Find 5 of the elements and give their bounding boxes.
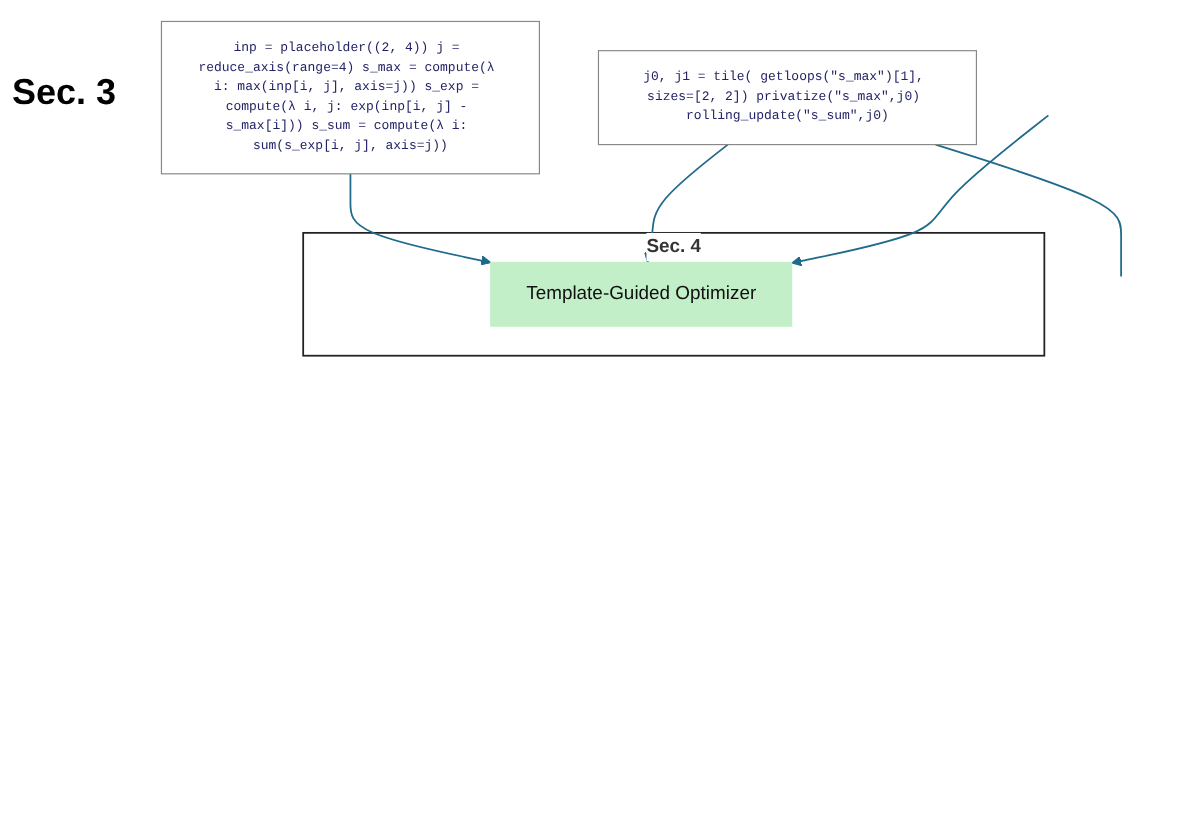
section-label: Sec. 3	[12, 72, 119, 114]
arrow	[791, 114, 1050, 267]
connector	[934, 143, 1122, 278]
arrow	[349, 172, 492, 266]
node-box: Template-Guided Optimizer	[490, 261, 793, 327]
